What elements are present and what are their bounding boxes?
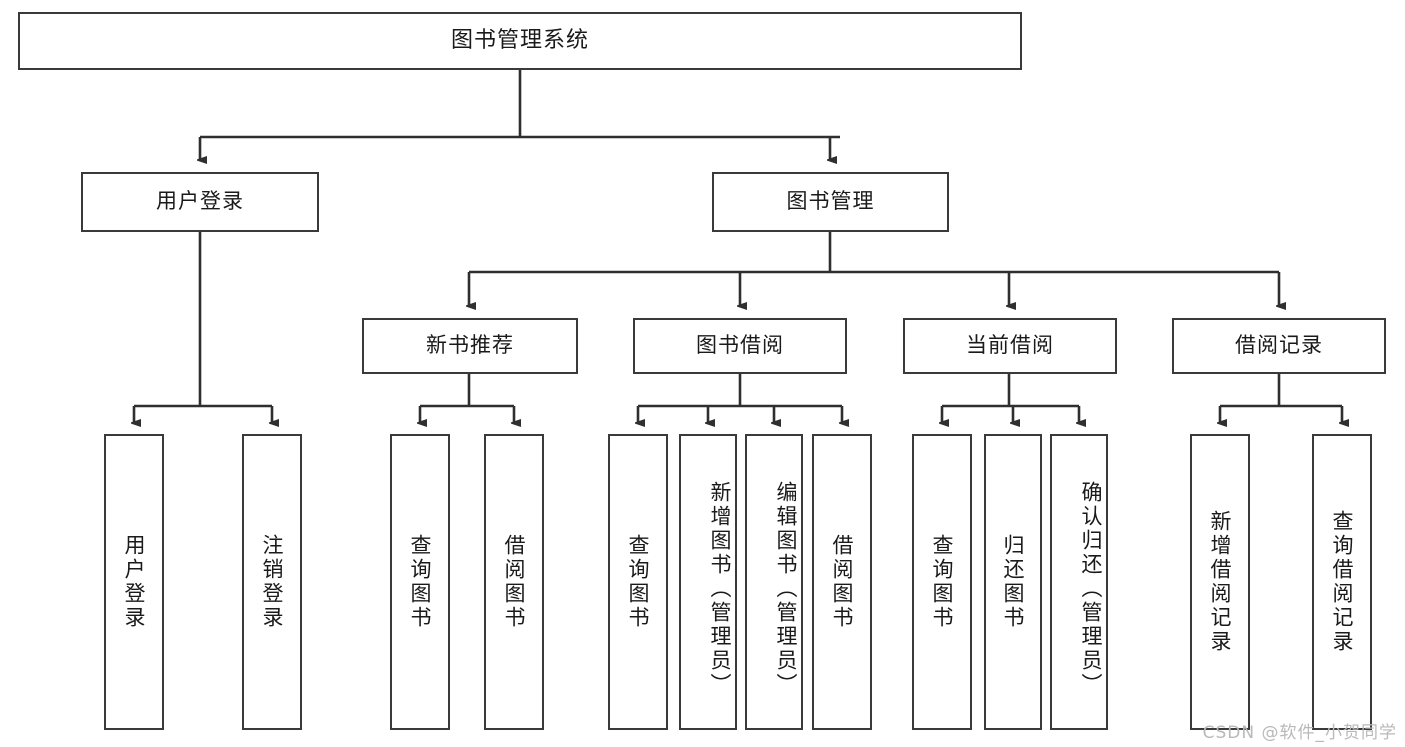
node-current-borrow[interactable]: 当前借阅 [903,318,1117,374]
node-leaf[interactable]: 确认归还（管理员） [1050,434,1108,730]
leaf-label: 查询借阅记录 [1330,510,1354,654]
leaf-label: 归还图书 [1001,534,1025,630]
leaf-label: 借阅图书 [830,534,854,630]
leaf-label: 注销登录 [260,534,284,630]
node-book-borrow[interactable]: 图书借阅 [633,318,847,374]
leaf-label: 查询图书 [626,534,650,630]
csdn-watermark: CSDN @软件_小贺同学 [1202,723,1397,743]
leaf-label: 确认归还（管理员） [1079,481,1103,697]
node-leaf[interactable]: 查询图书 [390,434,450,730]
leaf-label: 查询图书 [930,534,954,630]
node-user-login[interactable]: 用户登录 [81,172,319,232]
node-leaf[interactable]: 注销登录 [242,434,302,730]
node-new-book-recommend[interactable]: 新书推荐 [362,318,578,374]
node-leaf[interactable]: 借阅图书 [484,434,544,730]
node-leaf[interactable]: 查询图书 [608,434,668,730]
node-leaf[interactable]: 用户登录 [104,434,164,730]
leaf-label: 编辑图书（管理员） [774,481,798,697]
node-leaf[interactable]: 新增图书（管理员） [679,434,737,730]
leaf-label: 用户登录 [122,534,146,630]
node-leaf[interactable]: 查询借阅记录 [1312,434,1372,730]
node-leaf[interactable]: 新增借阅记录 [1190,434,1250,730]
leaf-label: 新增图书（管理员） [708,481,732,697]
leaf-label: 查询图书 [408,534,432,630]
node-leaf[interactable]: 借阅图书 [812,434,872,730]
leaf-label: 新增借阅记录 [1208,510,1232,654]
node-root-system[interactable]: 图书管理系统 [18,12,1022,70]
node-leaf[interactable]: 编辑图书（管理员） [745,434,803,730]
node-book-management[interactable]: 图书管理 [712,172,949,232]
node-borrow-record[interactable]: 借阅记录 [1172,318,1386,374]
leaf-label: 借阅图书 [502,534,526,630]
node-leaf[interactable]: 归还图书 [984,434,1042,730]
node-leaf[interactable]: 查询图书 [912,434,972,730]
